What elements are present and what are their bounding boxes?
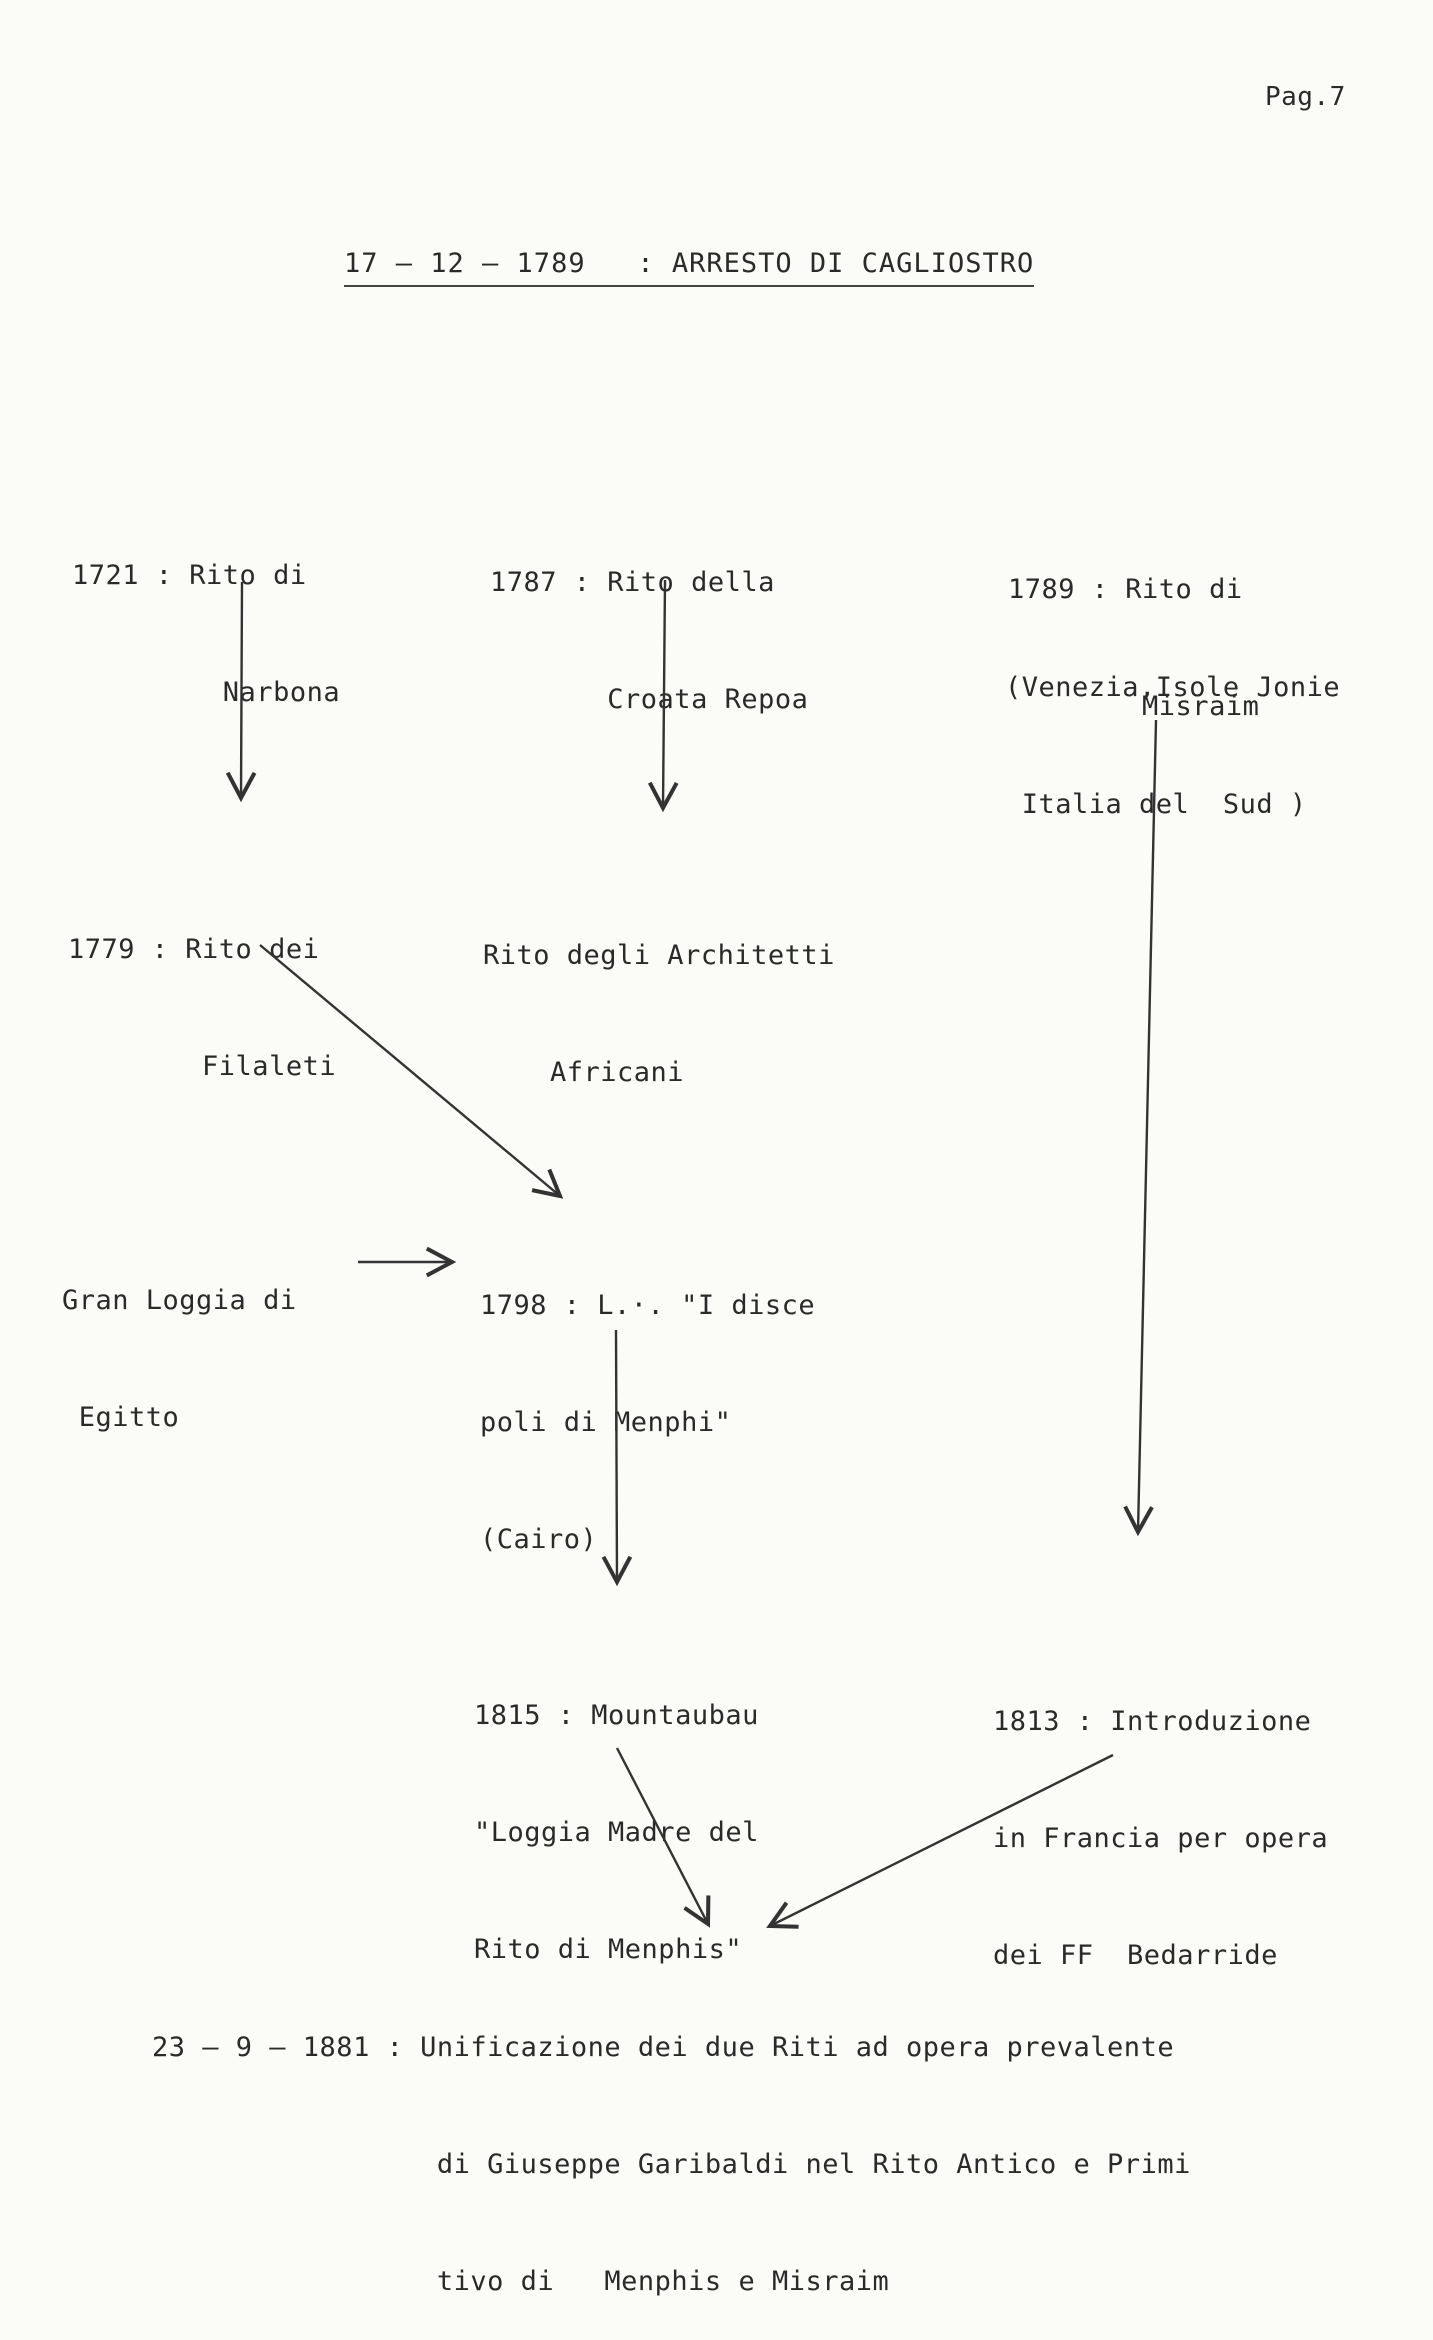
node-line: tivo di Menphis e Misraim	[152, 2266, 890, 2297]
node-line: (Venezia,Isole Jonie	[1005, 672, 1341, 703]
node-line: 1798 : L.·. "I disce	[480, 1290, 816, 1321]
node-misraim-places: (Venezia,Isole Jonie Italia del Sud )	[1005, 590, 1340, 863]
node-line: Croata Repoa	[490, 684, 809, 715]
node-line: Rito di Menphis"	[474, 1934, 743, 1965]
node-line: poli di Menphi"	[480, 1407, 732, 1438]
node-line: Rito degli Architetti	[483, 940, 835, 971]
node-line: 1789 : Rito di	[1008, 574, 1243, 605]
node-line: in Francia per opera	[993, 1823, 1329, 1854]
node-line: Gran Loggia di	[62, 1285, 297, 1316]
node-line: Egitto	[62, 1402, 180, 1433]
node-introduzione: 1813 : Introduzione in Francia per opera…	[993, 1624, 1328, 2014]
node-line: (Cairo)	[480, 1524, 598, 1555]
page-title: 17 – 12 – 1789 : ARRESTO DI CAGLIOSTRO	[344, 248, 1035, 287]
node-rito-architetti: Rito degli Architetti Africani	[483, 858, 835, 1131]
arrow-mountaubau-to-unificazione	[615, 1747, 711, 1928]
node-line: dei FF Bedarride	[993, 1940, 1278, 1971]
arrow-narbona-to-filaleti	[225, 581, 257, 803]
arrow-misraim-to-introduzione	[1123, 719, 1158, 1537]
node-line: 1815 : Mountaubau	[474, 1700, 759, 1731]
node-line: 1813 : Introduzione	[993, 1706, 1312, 1737]
arrow-filaleti-to-discepoli	[259, 944, 564, 1199]
node-loggia-discepoli: 1798 : L.·. "I disce poli di Menphi" (Ca…	[480, 1208, 815, 1598]
node-line: di Giuseppe Garibaldi nel Rito Antico e …	[152, 2149, 1191, 2180]
node-line: Filaleti	[68, 1051, 337, 1082]
node-rito-croata-repoa: 1787 : Rito della Croata Repoa	[490, 485, 808, 758]
node-rito-misraim: 1789 : Rito di Misraim	[1008, 492, 1259, 765]
node-gran-loggia: Gran Loggia di Egitto	[62, 1203, 297, 1476]
node-mountaubau: 1815 : Mountaubau "Loggia Madre del Rito…	[474, 1618, 759, 2008]
node-line: Africani	[483, 1057, 685, 1088]
node-line: Italia del Sud )	[1005, 789, 1307, 820]
node-line: 1787 : Rito della	[490, 567, 775, 598]
node-line: 23 – 9 – 1881 : Unificazione dei due Rit…	[152, 2032, 1175, 2063]
node-line: "Loggia Madre del	[474, 1817, 759, 1848]
node-rito-filaleti: 1779 : Rito dei Filaleti	[68, 852, 336, 1125]
page-number: Pag.7	[1265, 82, 1346, 112]
node-line: 1721 : Rito di	[72, 560, 307, 591]
arrow-discepoli-to-mountaubau	[601, 1329, 633, 1587]
arrow-croata-to-architetti	[647, 579, 679, 813]
arrow-introduzione-to-unificazione	[766, 1753, 1114, 1929]
connector-arrows	[225, 579, 1158, 1929]
node-line: Misraim	[1008, 691, 1260, 722]
